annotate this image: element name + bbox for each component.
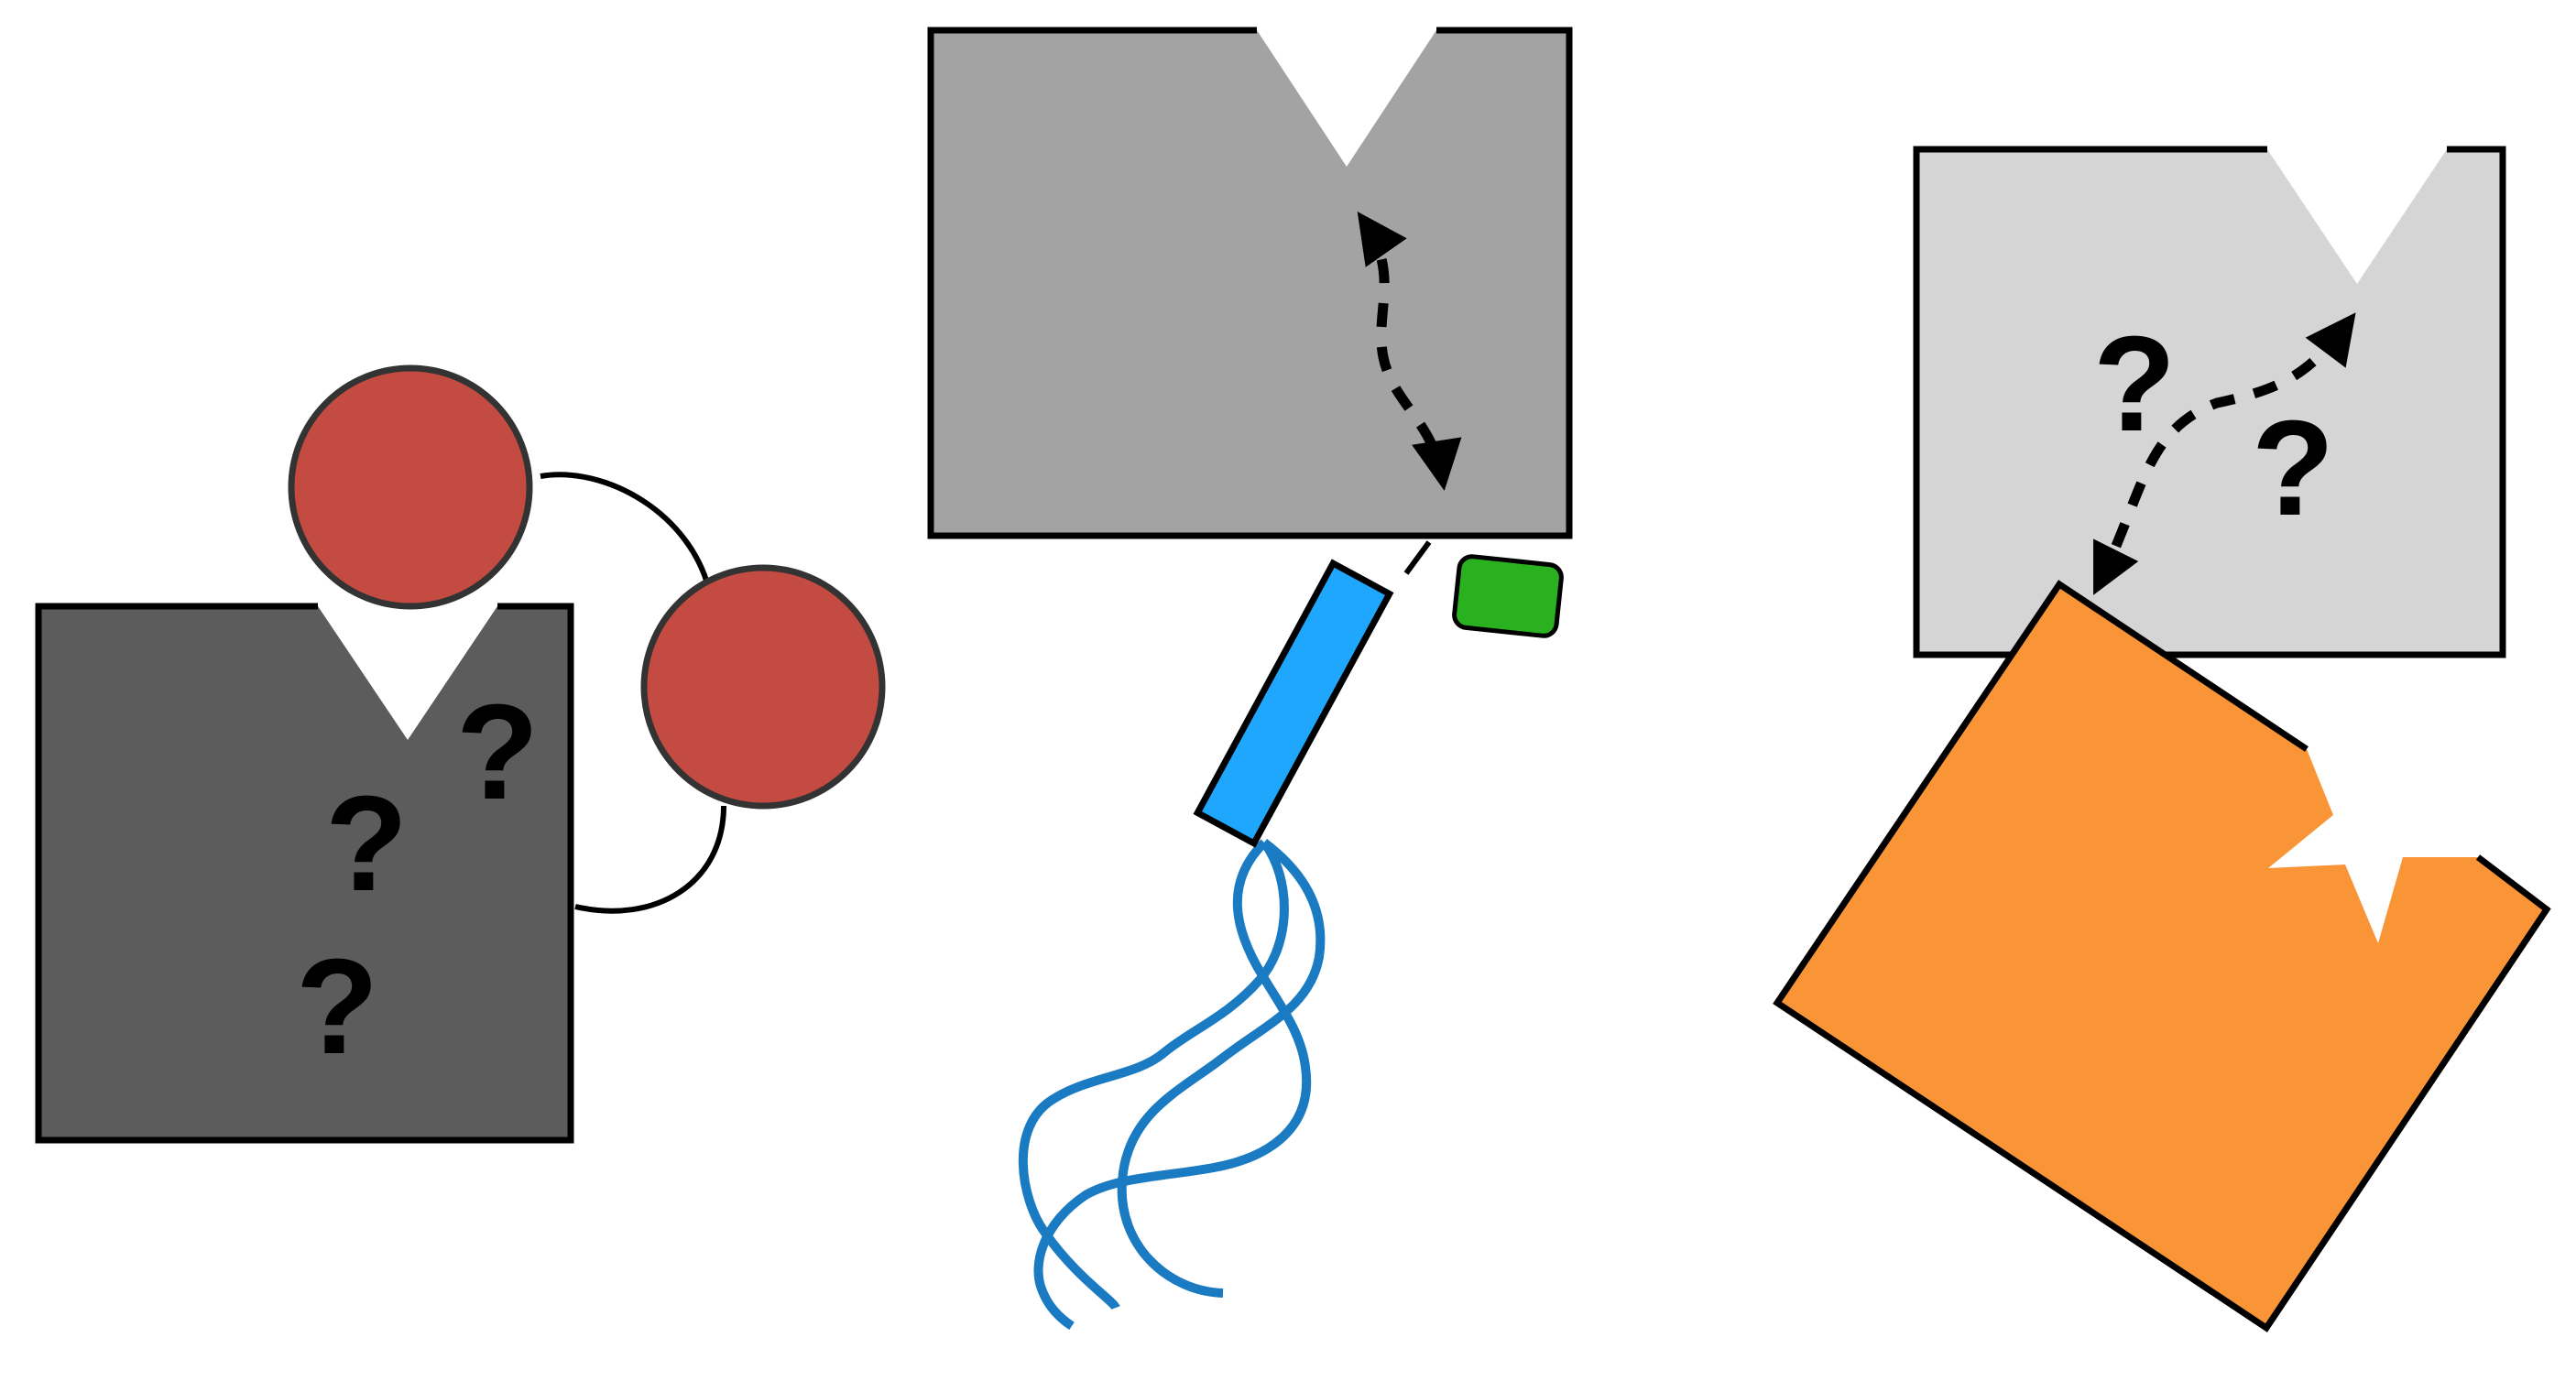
middle-group [927,27,1573,1331]
left-group: ? ? ? [35,364,886,1144]
red-ball-right [640,564,886,810]
red-ball-top [288,364,533,610]
dark-gray-block-outline [35,603,574,1144]
blue-strand [1117,839,1326,1298]
tether-line [1403,540,1432,575]
question-mark-icon: ? [2252,393,2334,544]
light-gray-block [1916,149,2503,655]
light-gray-block-outline [1913,146,2506,658]
dashed-double-arrow [2093,312,2356,595]
question-mark-icon: ? [325,768,408,919]
dark-gray-block [38,606,571,1140]
orange-block [1777,584,2547,1328]
blue-strand [1018,840,1289,1310]
orange-block-outline [1773,580,2551,1332]
dashed-double-arrow [1357,211,1462,491]
question-mark-icon: ? [456,677,539,828]
blue-strand [1033,839,1312,1331]
medium-gray-block [931,30,1569,536]
medium-gray-block-outline [927,27,1573,539]
blue-strands [1018,839,1326,1331]
blue-bar [1193,559,1394,848]
connector-ball-top-to-ball-right [540,472,713,594]
connector-ball-right-to-block [574,805,726,914]
question-mark-icon: ? [296,931,378,1082]
green-tag [1452,554,1564,638]
question-mark-icon: ? [2093,309,2176,460]
right-group: ? ? [1773,146,2551,1332]
